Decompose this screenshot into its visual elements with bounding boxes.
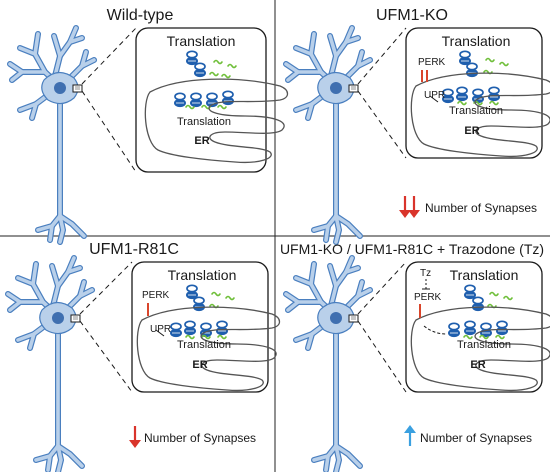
panel-ufm1-ko: UFM1-KO Translation PERK UPR Translation… — [286, 7, 550, 242]
er-label: ER — [470, 359, 485, 371]
panel-title: Wild-type — [107, 7, 174, 24]
panel-title: UFM1-KO / UFM1-R81C + Trazodone (Tz) — [280, 241, 544, 257]
box-title: Translation — [168, 267, 237, 283]
zoom-box — [135, 27, 267, 173]
translation-label: Translation — [449, 105, 503, 117]
synapses-label: Number of Synapses — [420, 431, 532, 445]
er-label: ER — [194, 135, 209, 147]
panel-trazodone: UFM1-KO / UFM1-R81C + Trazodone (Tz) Tra… — [280, 241, 550, 472]
neuron-illustration — [8, 258, 92, 472]
neuron-illustration — [286, 258, 370, 472]
upr-arrow — [429, 95, 439, 103]
perk-label: PERK — [418, 57, 446, 68]
double-down-arrow-icon — [399, 196, 420, 218]
zoom-lines — [357, 261, 407, 393]
perk-label: PERK — [414, 292, 442, 303]
zoom-lines — [79, 261, 133, 393]
perk-dimer — [421, 70, 428, 82]
translation-label: Translation — [177, 339, 231, 351]
neuron-illustration — [286, 28, 370, 242]
box-title: Translation — [450, 267, 519, 283]
translation-label: Translation — [457, 339, 511, 351]
down-arrow-icon — [129, 426, 141, 448]
er-label: ER — [464, 125, 479, 137]
synapses-label: Number of Synapses — [144, 431, 256, 445]
tz-label: Tz — [420, 268, 431, 279]
er-label: ER — [192, 359, 207, 371]
zoom-lines — [357, 27, 407, 159]
upr-dashed-arrow — [423, 325, 447, 335]
zoom-lines — [81, 27, 137, 173]
tz-inhibition-arrow — [422, 279, 430, 290]
box-title: Translation — [442, 33, 511, 49]
neuron-illustration — [10, 28, 94, 242]
panel-wild-type: Wild-type Translation Translation ER — [10, 7, 289, 242]
panel-title: UFM1-KO — [376, 7, 448, 24]
up-arrow-icon — [404, 425, 416, 446]
perk-label: PERK — [142, 290, 170, 301]
box-title: Translation — [167, 33, 236, 49]
zoom-box — [131, 261, 269, 393]
panel-title: UFM1-R81C — [89, 241, 179, 258]
upr-label: UPR — [424, 90, 445, 101]
translation-label: Translation — [177, 116, 231, 128]
upr-arrow — [155, 329, 165, 337]
synapses-label: Number of Synapses — [425, 201, 537, 215]
panel-ufm1-r81c: UFM1-R81C Translation PERK UPR Translati… — [8, 241, 281, 472]
upr-label: UPR — [150, 324, 171, 335]
